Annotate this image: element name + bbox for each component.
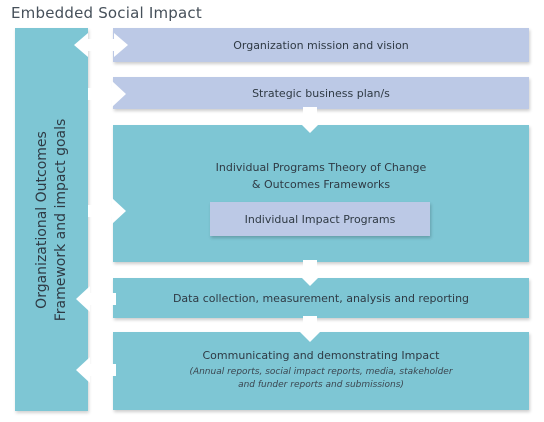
arrow-right-strategic-icon: [88, 81, 126, 107]
strategic-plan-label: Strategic business plan/s: [252, 86, 390, 100]
mission-label: Organization mission and vision: [233, 38, 409, 52]
communicating-heading: Communicating and demonstrating Impact: [202, 349, 440, 362]
outcomes-framework-line1: Organizational Outcomes: [33, 130, 50, 309]
communicating-details-line1: (Annual reports, social impact reports, …: [189, 367, 453, 377]
communicating-details-line2: and funder reports and submissions): [238, 380, 404, 390]
communicating-box: Communicating and demonstrating Impact (…: [113, 332, 529, 410]
outcomes-framework-label: Organizational Outcomes Framework and im…: [33, 60, 71, 380]
arrow-left-data-icon: [76, 286, 116, 312]
programs-heading-line2: & Outcomes Frameworks: [251, 178, 391, 191]
communicating-details: (Annual reports, social impact reports, …: [113, 366, 529, 392]
mission-double-arrow-icon: [74, 33, 128, 57]
arrow-down-1-icon: [297, 107, 323, 133]
programs-heading-line1: Individual Programs Theory of Change: [215, 161, 427, 174]
mission-box: Organization mission and vision: [113, 28, 529, 62]
data-collection-label: Data collection, measurement, analysis a…: [172, 291, 470, 305]
arrow-down-3-icon: [297, 316, 323, 342]
programs-box: Individual Programs Theory of Change & O…: [113, 125, 529, 262]
strategic-plan-box: Strategic business plan/s: [113, 77, 529, 109]
outcomes-framework-line2: Framework and impact goals: [52, 118, 69, 321]
impact-programs-label: Individual Impact Programs: [244, 212, 396, 226]
arrow-left-communicating-icon: [76, 357, 116, 383]
arrow-right-programs-icon: [88, 198, 126, 224]
outcomes-framework-panel: Organizational Outcomes Framework and im…: [15, 28, 88, 411]
programs-heading: Individual Programs Theory of Change & O…: [113, 159, 529, 193]
page-title: Embedded Social Impact: [11, 4, 202, 22]
data-collection-box: Data collection, measurement, analysis a…: [113, 278, 529, 318]
impact-programs-box: Individual Impact Programs: [210, 202, 430, 236]
arrow-down-2-icon: [297, 260, 323, 286]
